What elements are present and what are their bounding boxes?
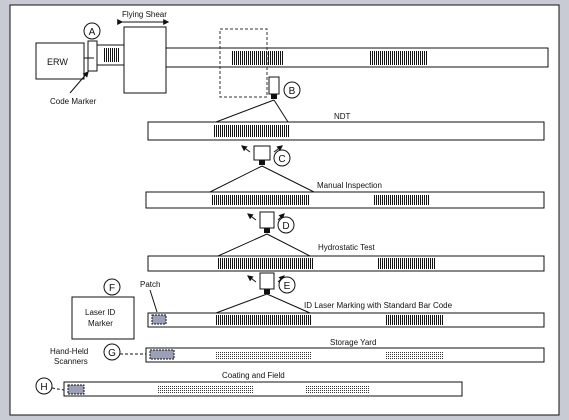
erw-box: [35, 42, 85, 80]
scan-leader: [51, 387, 65, 391]
barcode: [216, 315, 312, 325]
erw-label: ERW: [47, 57, 68, 67]
marker-b: [283, 81, 301, 99]
scanners-label: Scanners: [54, 357, 88, 366]
laser-id-marker-box: [71, 296, 135, 340]
barcode: [218, 258, 314, 269]
hand-held-label: Hand-Held: [50, 347, 88, 356]
barcode: [212, 195, 310, 205]
scan-line: [266, 233, 311, 257]
barcode: [232, 51, 284, 65]
marker-a-label: A: [89, 27, 96, 38]
stage-laser-label: ID Laser Marking with Standard Bar Code: [304, 301, 453, 310]
sensor-icon: [259, 272, 275, 290]
patch: [151, 314, 167, 325]
marker-e: [278, 276, 296, 294]
sensor-icon: [271, 94, 277, 99]
pipe-storage: [145, 347, 545, 363]
patch-label: Patch: [140, 280, 160, 289]
sensor-icon: [264, 289, 270, 294]
stage-ndt-label: NDT: [334, 112, 351, 121]
flying-shear-box: [123, 26, 167, 94]
code-marker-label: Code Marker: [50, 97, 97, 106]
marker-h-label: H: [40, 382, 47, 393]
flying-shear-label: Flying Shear: [122, 10, 167, 19]
marker-c-label: C: [278, 154, 285, 165]
scan-line: [215, 99, 275, 123]
arrow-icon: [273, 145, 283, 153]
pipe-manual: [145, 191, 545, 209]
marker-d-label: D: [282, 221, 289, 232]
diagram-frame: [9, 4, 560, 416]
pipe-hydro: [147, 255, 545, 272]
patch: [67, 384, 85, 395]
scan-line: [217, 233, 268, 257]
scan-line: [273, 99, 289, 123]
barcode: [386, 315, 444, 325]
marker-g-label: G: [108, 348, 116, 359]
scan-line: [261, 165, 315, 193]
sensor-icon: [268, 76, 280, 95]
barcode: [378, 258, 436, 269]
scan-line: [209, 165, 263, 193]
marker-a: [83, 22, 101, 40]
scan-line: [266, 293, 311, 314]
pipe-coating: [63, 381, 463, 397]
sensor-icon: [253, 145, 271, 161]
stage-coating-label: Coating and Field: [222, 371, 285, 380]
marker-b-label: B: [289, 86, 296, 97]
stage-storage-label: Storage Yard: [330, 338, 376, 347]
arrow-icon: [69, 71, 89, 94]
sensor-icon: [259, 211, 275, 229]
patch: [149, 349, 175, 360]
marker-g: [103, 343, 121, 361]
arrow-icon: [247, 275, 257, 283]
laser-marker-label: Marker: [88, 319, 113, 328]
pipe-ndt: [147, 121, 545, 141]
pipe-laser: [147, 312, 545, 328]
arrow-icon: [277, 213, 285, 221]
barcode: [306, 385, 370, 393]
stage-manual-label: Manual Inspection: [317, 181, 382, 190]
laser-id-label: Laser ID: [85, 308, 115, 317]
mill-pipe: [165, 47, 549, 68]
patch-leader: [149, 289, 158, 313]
barcode: [214, 125, 290, 137]
marker-h: [35, 377, 53, 395]
barcode: [373, 195, 429, 205]
marker-f: [103, 278, 121, 296]
code-marker-barcode: [104, 48, 120, 62]
sensor-icon: [264, 228, 270, 233]
scan-line: [215, 293, 268, 314]
barcode: [386, 351, 444, 359]
barcode: [158, 385, 254, 393]
marker-d: [277, 216, 295, 234]
barcode: [370, 51, 428, 65]
stage-hydro-label: Hydrostatic Test: [318, 243, 376, 252]
sensor-icon: [259, 160, 265, 165]
marker-c: [273, 149, 291, 167]
barcode: [216, 351, 312, 359]
marker-e-label: E: [284, 281, 291, 292]
cut-section: [219, 28, 268, 98]
arrow-icon: [247, 213, 257, 221]
arrow-icon: [241, 145, 251, 153]
marker-f-label: F: [109, 283, 115, 294]
